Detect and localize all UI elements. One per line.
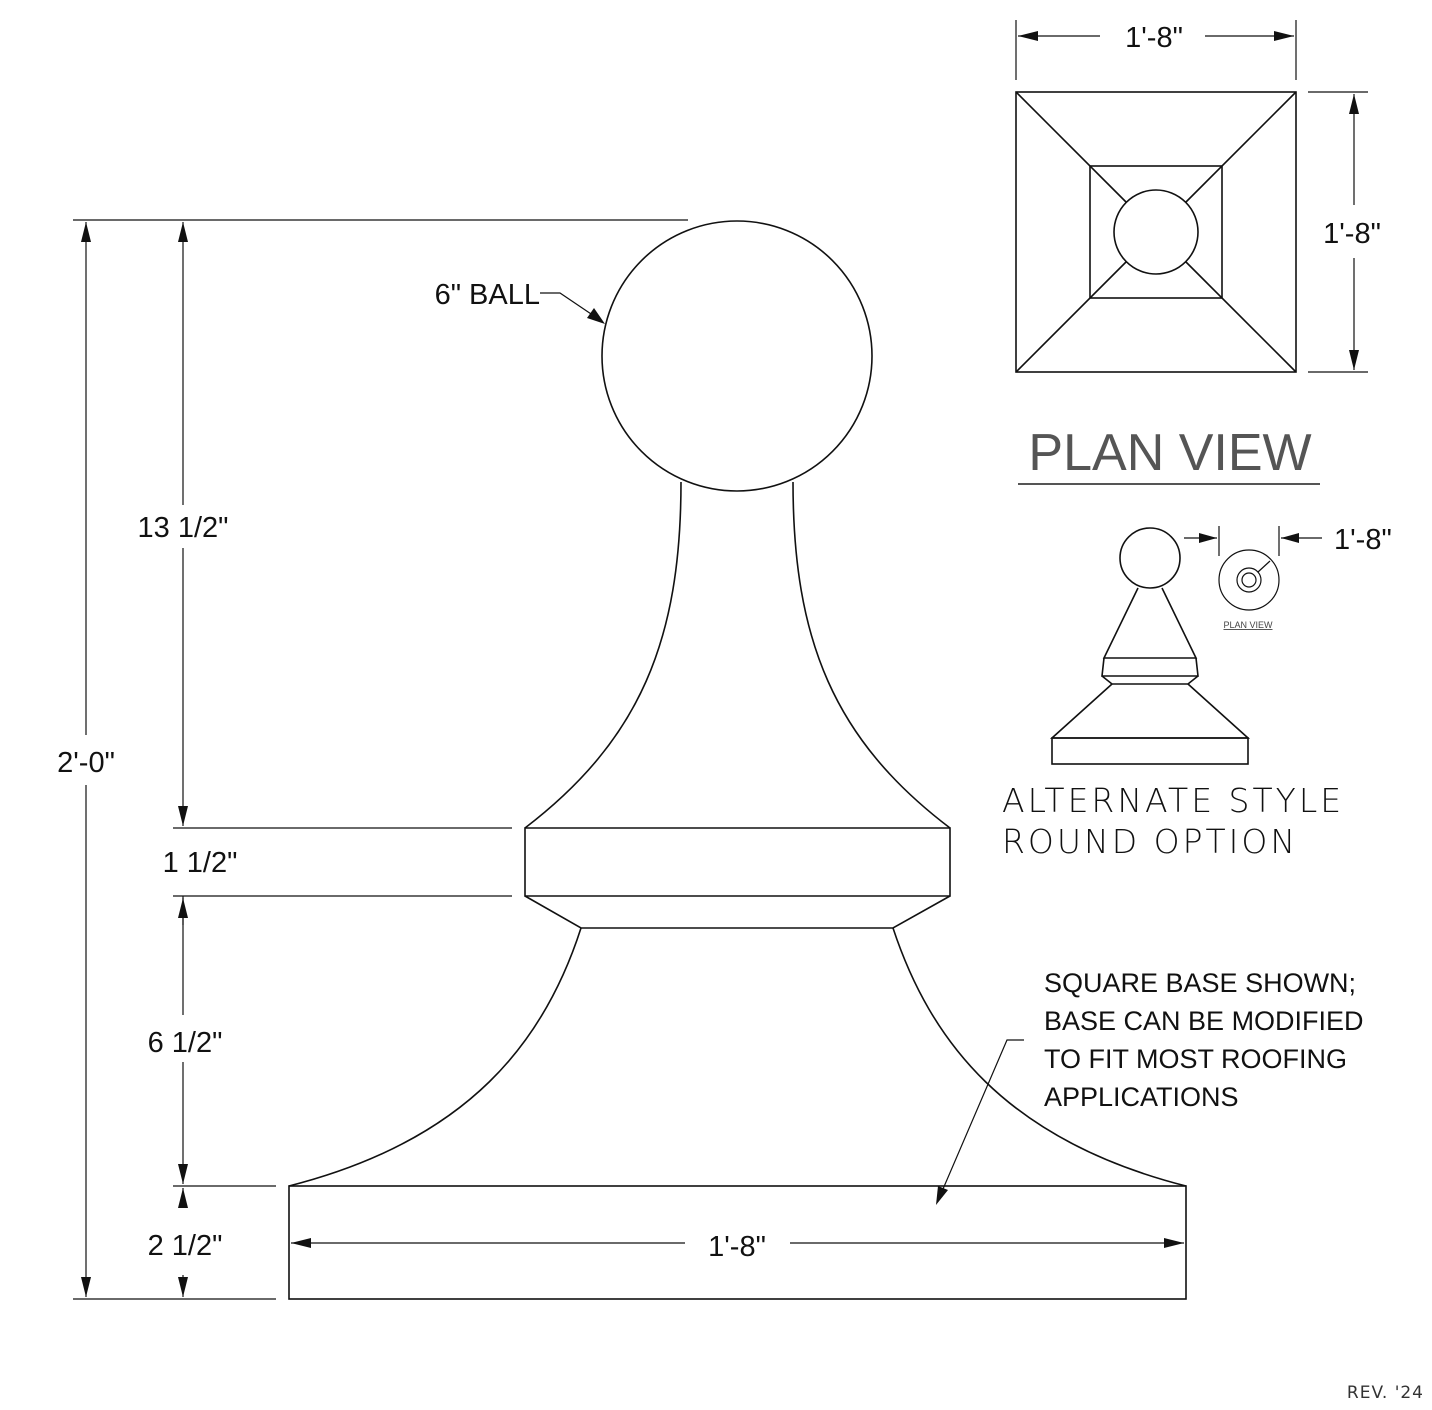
lower-flare-right xyxy=(892,927,1187,1187)
alt-caption-line1: ALTERNATE STYLE xyxy=(1002,781,1344,820)
ball-outline xyxy=(601,220,873,492)
dim-base-label: 2 1/2" xyxy=(148,1230,223,1262)
base-outline xyxy=(288,1185,1187,1300)
base-note: SQUARE BASE SHOWN; BASE CAN BE MODIFIED … xyxy=(936,968,1364,1205)
alt-plan-label: PLAN VIEW xyxy=(1223,620,1273,630)
plan-inner-square xyxy=(1089,165,1223,299)
dim-overall-label: 2'-0" xyxy=(57,747,115,779)
alternate-style: PLAN VIEW 1'-8" ALTERNATE STYLE ROUND OP… xyxy=(1002,524,1392,861)
band-outline xyxy=(524,827,951,897)
plan-view-title: PLAN VIEW xyxy=(1028,424,1311,482)
alt-plan-outer xyxy=(1218,549,1280,611)
alt-caption-line2: ROUND OPTION xyxy=(1002,822,1298,861)
lower-flare-left xyxy=(288,927,582,1187)
finial-elevation xyxy=(288,220,1187,1300)
alt-base xyxy=(1051,737,1249,765)
plan-view: 1'-8" 1'-8" PLAN VIEW xyxy=(1015,20,1381,485)
ball-label: 6" BALL xyxy=(435,279,540,311)
alt-neck xyxy=(1101,675,1199,685)
note-line-3: TO FIT MOST ROOFING xyxy=(1044,1044,1347,1074)
ball-leader xyxy=(540,292,601,321)
plan-outer-square xyxy=(1015,91,1297,373)
alt-plan-mid xyxy=(1236,567,1262,593)
alt-skirt xyxy=(1049,683,1251,739)
upper-flare-right xyxy=(792,481,951,829)
note-line-1: SQUARE BASE SHOWN; xyxy=(1044,968,1356,998)
alt-ball xyxy=(1119,527,1181,589)
plan-ball xyxy=(1113,189,1199,275)
dim-upper-label: 13 1/2" xyxy=(138,512,229,544)
note-line-2: BASE CAN BE MODIFIED xyxy=(1044,1006,1364,1036)
elevation-dimensions: 2'-0" 13 1/2" 1 1/2" 6 1/2" 2 1/2" 1'-8"… xyxy=(57,219,1184,1300)
revision-label: REV. '24 xyxy=(1347,1383,1424,1403)
alt-band xyxy=(1101,657,1199,677)
upper-flare-left xyxy=(524,481,682,829)
dim-band-label: 1 1/2" xyxy=(163,847,238,879)
dim-base-width-label: 1'-8" xyxy=(708,1231,766,1263)
alt-dim-label: 1'-8" xyxy=(1334,524,1392,556)
note-leader xyxy=(939,1039,1024,1197)
alt-cone xyxy=(1102,587,1198,659)
dim-lower-label: 6 1/2" xyxy=(148,1027,223,1059)
band-chamfer xyxy=(524,895,951,929)
plan-dim-width-label: 1'-8" xyxy=(1125,22,1183,54)
plan-dim-depth-label: 1'-8" xyxy=(1323,218,1381,250)
alt-plan-inner xyxy=(1241,572,1257,588)
note-line-4: APPLICATIONS xyxy=(1044,1082,1239,1112)
